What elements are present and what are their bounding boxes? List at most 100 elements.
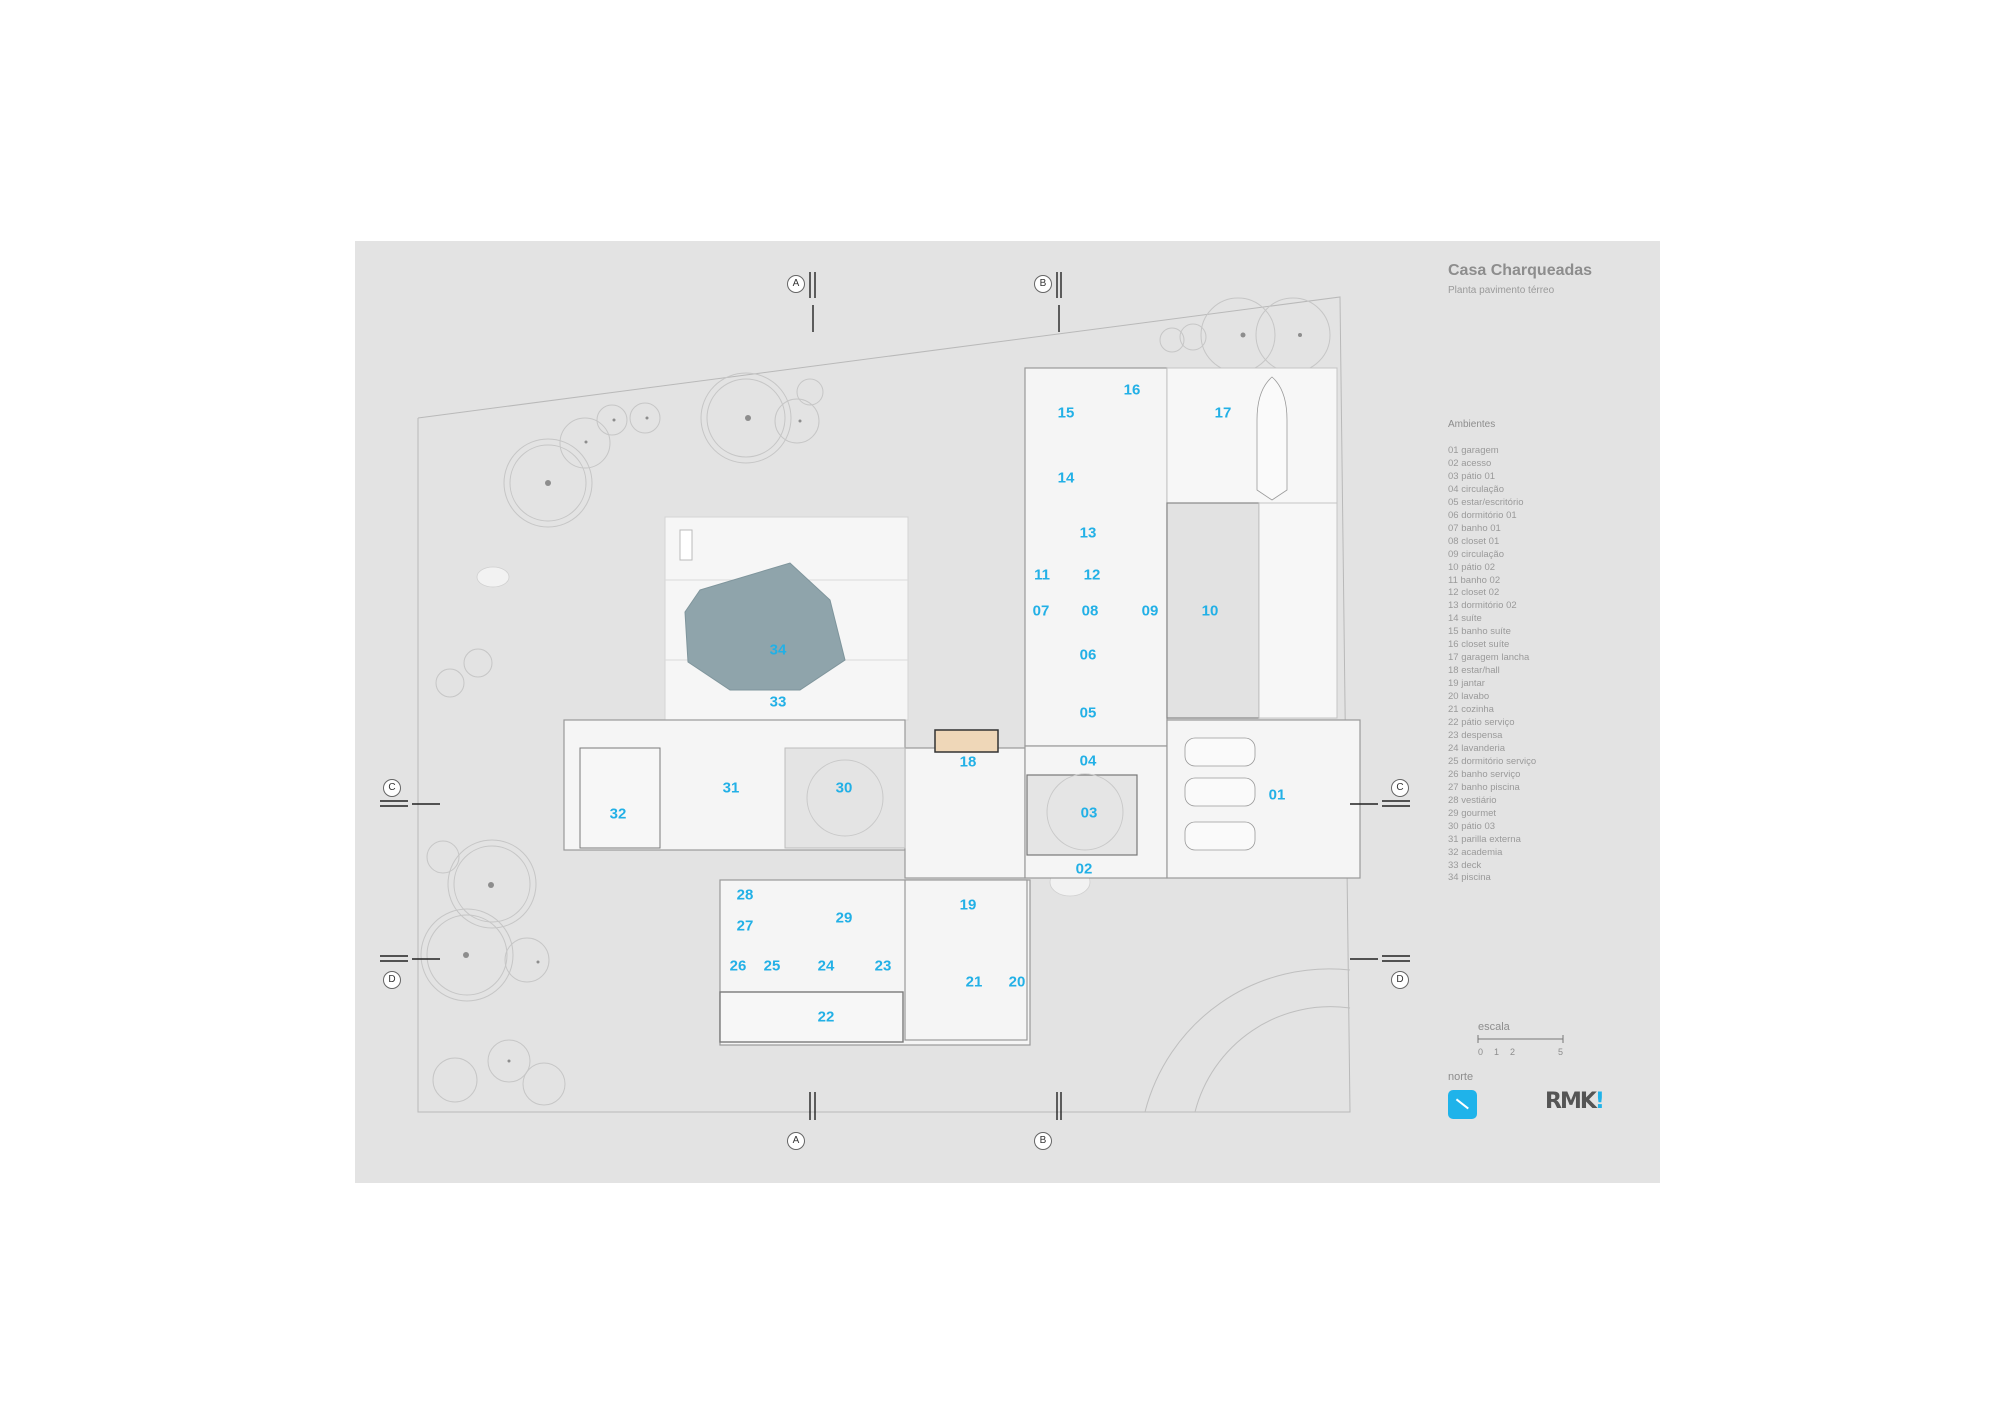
drawing-title: Casa Charqueadas [1448,262,1593,279]
patio-02 [1166,502,1260,719]
section-lines [380,272,1410,1120]
section-marker-c: C [383,779,401,797]
legend-item: 16 closet suíte [1448,639,1510,651]
section-marker-a: A [787,275,805,293]
logo-accent: ! [1594,1089,1605,1114]
room-label-27: 27 [736,917,754,935]
legend-item: 02 acesso [1448,457,1492,469]
room-label-13: 13 [1079,524,1097,542]
scale-tick: 5 [1558,1047,1564,1057]
legend-item: 06 dormitório 01 [1448,509,1517,521]
room-label-05: 05 [1079,704,1097,722]
room-label-14: 14 [1057,469,1075,487]
patio-01 [1026,774,1138,856]
legend-item: 15 banho suíte [1448,626,1511,638]
room-label-31: 31 [722,779,740,797]
north-label: norte [1448,1071,1474,1083]
gym [579,747,661,849]
legend-item: 03 pátio 01 [1448,470,1496,482]
room-label-06: 06 [1079,646,1097,664]
north-arrow-icon [1448,1090,1477,1119]
rmk-logo: RMK! [1545,1089,1605,1114]
room-label-18: 18 [959,753,977,771]
room-label-09: 09 [1141,602,1159,620]
legend-item: 04 circulação [1448,483,1504,495]
legend-item: 08 closet 01 [1448,535,1500,547]
logo-main: RMK [1545,1089,1597,1114]
legend-item: 17 garagem lancha [1448,652,1530,664]
legend-item: 14 suíte [1448,613,1482,625]
room-label-10: 10 [1201,602,1219,620]
room-label-07: 07 [1032,602,1050,620]
legend-item: 22 pátio serviço [1448,717,1515,729]
legend-item: 07 banho 01 [1448,522,1501,534]
room-label-23: 23 [874,957,892,975]
legend-item: 01 garagem [1448,445,1499,456]
room-label-11: 11 [1034,566,1050,584]
room-label-12: 12 [1083,566,1101,584]
room-label-01: 01 [1268,786,1286,804]
boat-garage [1166,367,1338,504]
legend-item: 27 banho piscina [1448,781,1520,793]
scale-tick: 0 [1478,1047,1484,1057]
section-marker-d: D [383,971,401,989]
legend-item: 28 vestiário [1448,794,1497,806]
legend-item: 11 banho 02 [1448,574,1501,586]
legend-item: 09 circulação [1448,548,1504,560]
site-boundary [417,296,1351,1113]
section-marker-a: A [787,1132,805,1150]
room-label-02: 02 [1075,860,1093,878]
room-label-21: 21 [965,973,983,991]
room-label-25: 25 [763,957,781,975]
section-marker-c: C [1391,779,1409,797]
tree-trunks [463,332,1302,1063]
legend-item: 10 pátio 02 [1448,561,1496,573]
section-marker-d: D [1391,971,1409,989]
drawing-subtitle: Planta pavimento térreo [1448,285,1555,296]
room-label-19: 19 [959,896,977,914]
service-patio [719,991,904,1043]
legend-item: 25 dormitório serviço [1448,755,1537,767]
room-label-29: 29 [835,909,853,927]
legend-item: 21 cozinha [1448,704,1494,716]
legend-item: 26 banho serviço [1448,768,1521,780]
legend-item: 13 dormitório 02 [1448,600,1517,612]
section-marker-b: B [1034,275,1052,293]
legend-item: 19 jantar [1448,678,1485,690]
legend-item: 32 academia [1448,846,1503,858]
scale-tick: 2 [1510,1047,1516,1057]
room-label-20: 20 [1008,973,1026,991]
legend-item: 12 closet 02 [1448,587,1500,599]
legend-item: 30 pátio 03 [1448,820,1496,832]
patio-03 [784,747,906,849]
legend-item: 05 estar/escritório [1448,496,1524,508]
room-label-04: 04 [1079,752,1097,770]
room-label-03: 03 [1080,804,1098,822]
legend-item: 24 lavanderia [1448,742,1506,754]
room-label-15: 15 [1057,404,1075,422]
stair [934,729,999,753]
room-label-24: 24 [817,957,835,975]
trees [420,297,1331,1106]
room-label-28: 28 [736,886,754,904]
room-label-22: 22 [817,1008,835,1026]
vehicles [1184,376,1288,851]
room-label-17: 17 [1214,404,1232,422]
driveway [1144,968,1351,1113]
legend-item: 31 parilla externa [1448,833,1521,845]
room-label-33: 33 [769,693,787,711]
pool [684,562,846,691]
legend-heading: Ambientes [1448,419,1496,430]
scale-bar [1477,1035,1564,1043]
scale-tick: 1 [1494,1047,1500,1057]
legend-item: 34 piscina [1448,872,1491,884]
scale-label: escala [1478,1021,1510,1033]
legend-item: 23 despensa [1448,729,1503,741]
legend-item: 29 gourmet [1448,807,1497,819]
room-label-30: 30 [835,779,853,797]
room-label-16: 16 [1123,381,1141,399]
room-label-34: 34 [769,641,787,659]
room-label-08: 08 [1081,602,1099,620]
